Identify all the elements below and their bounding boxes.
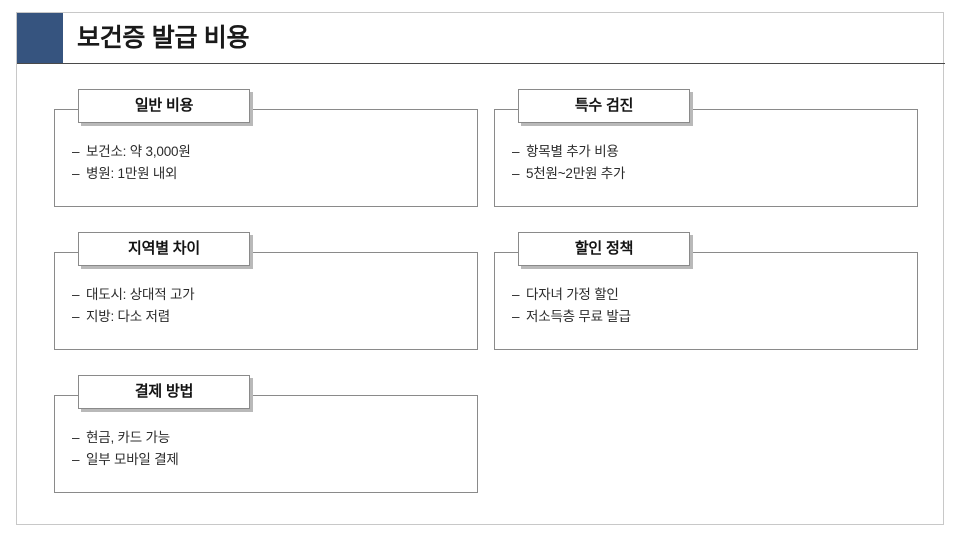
list-item: –항목별 추가 비용 xyxy=(512,141,625,163)
card-body xyxy=(494,109,918,207)
list-item-text: 현금, 카드 가능 xyxy=(86,430,170,445)
card-tab[interactable]: 할인 정책 xyxy=(518,232,690,266)
dash-icon: – xyxy=(512,287,520,302)
dash-icon: – xyxy=(72,166,80,181)
card-list: –다자녀 가정 할인 –저소득층 무료 발급 xyxy=(512,284,631,328)
card-body xyxy=(54,252,478,350)
list-item-text: 보건소: 약 3,000원 xyxy=(86,144,191,159)
dash-icon: – xyxy=(72,452,80,467)
card-body xyxy=(54,395,478,493)
dash-icon: – xyxy=(72,287,80,302)
card-tab[interactable]: 지역별 차이 xyxy=(78,232,250,266)
slide-frame: 보건증 발급 비용 일반 비용 –보건소: 약 3,000원 –병원: 1만원 … xyxy=(16,12,945,525)
list-item-text: 병원: 1만원 내외 xyxy=(86,166,178,181)
card-tab-label: 지역별 차이 xyxy=(128,240,200,257)
card-tab-label: 할인 정책 xyxy=(574,240,634,257)
card-tab[interactable]: 특수 검진 xyxy=(518,89,690,123)
card-list: –보건소: 약 3,000원 –병원: 1만원 내외 xyxy=(72,141,191,185)
card-list: –항목별 추가 비용 –5천원~2만원 추가 xyxy=(512,141,625,185)
dash-icon: – xyxy=(72,309,80,324)
page-title: 보건증 발급 비용 xyxy=(77,24,250,52)
header-divider xyxy=(17,63,945,64)
list-item: –병원: 1만원 내외 xyxy=(72,163,191,185)
card-body xyxy=(494,252,918,350)
card-body xyxy=(54,109,478,207)
list-item-text: 항목별 추가 비용 xyxy=(526,144,619,159)
dash-icon: – xyxy=(512,309,520,324)
list-item: –다자녀 가정 할인 xyxy=(512,284,631,306)
list-item: –보건소: 약 3,000원 xyxy=(72,141,191,163)
list-item-text: 지방: 다소 저렴 xyxy=(86,309,170,324)
list-item: –대도시: 상대적 고가 xyxy=(72,284,195,306)
list-item: –5천원~2만원 추가 xyxy=(512,163,625,185)
card-list: –대도시: 상대적 고가 –지방: 다소 저렴 xyxy=(72,284,195,328)
card-tab[interactable]: 일반 비용 xyxy=(78,89,250,123)
list-item-text: 일부 모바일 결제 xyxy=(86,452,179,467)
card-tab-label: 일반 비용 xyxy=(134,97,194,114)
list-item-text: 대도시: 상대적 고가 xyxy=(86,287,195,302)
list-item: –현금, 카드 가능 xyxy=(72,427,179,449)
list-item: –일부 모바일 결제 xyxy=(72,449,179,471)
list-item-text: 저소득층 무료 발급 xyxy=(526,309,631,324)
list-item-text: 다자녀 가정 할인 xyxy=(526,287,619,302)
card-tab-label: 특수 검진 xyxy=(574,97,634,114)
dash-icon: – xyxy=(512,144,520,159)
slide-header: 보건증 발급 비용 xyxy=(17,13,945,63)
list-item: –지방: 다소 저렴 xyxy=(72,306,194,328)
dash-icon: – xyxy=(72,144,80,159)
card-tab[interactable]: 결제 방법 xyxy=(78,375,250,409)
card-list: –현금, 카드 가능 –일부 모바일 결제 xyxy=(72,427,179,471)
dash-icon: – xyxy=(72,430,80,445)
dash-icon: – xyxy=(512,166,520,181)
title-accent-block xyxy=(17,13,63,63)
list-item: –저소득층 무료 발급 xyxy=(512,306,631,328)
list-item-text: 5천원~2만원 추가 xyxy=(526,166,626,181)
card-tab-label: 결제 방법 xyxy=(134,383,194,400)
